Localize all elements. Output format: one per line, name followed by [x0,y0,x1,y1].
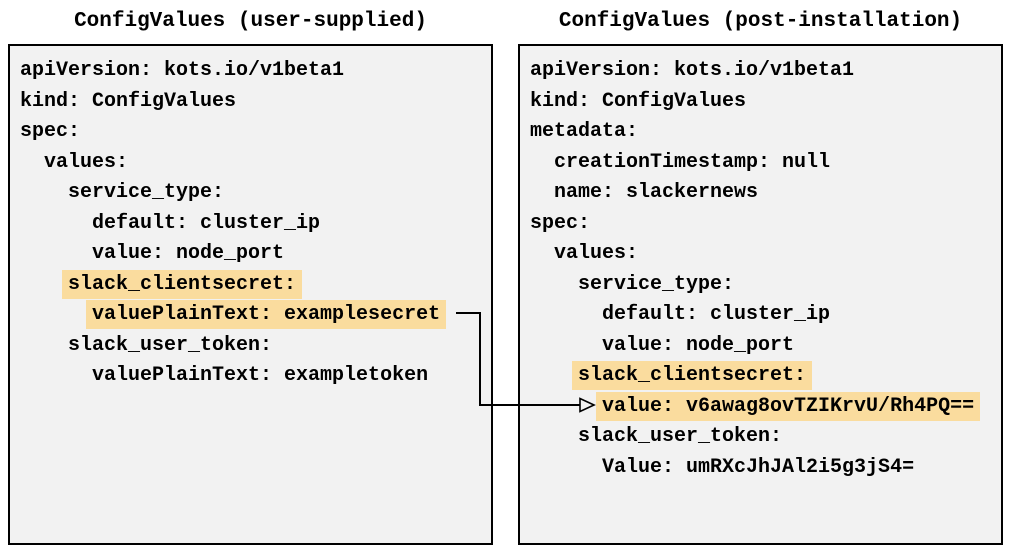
yaml-text: kind: ConfigValues [530,89,747,113]
yaml-text: Value: umRXcJhJAl2i5g3jS4= [602,455,915,479]
yaml-line: slack_clientsecret: [530,361,1001,392]
yaml-line: kind: ConfigValues [530,87,1001,118]
yaml-text: default: cluster_ip [602,303,831,326]
yaml-indent [530,334,602,357]
yaml-indent [530,364,578,387]
yaml-text: spec: [20,120,81,143]
yaml-indent [530,273,578,296]
yaml-line: values: [530,239,1001,270]
yaml-indent [20,364,92,387]
yaml-line: apiVersion: kots.io/v1beta1 [20,56,491,87]
yaml-line: value: v6awag8ovTZIKrvU/Rh4PQ== [530,391,1001,423]
yaml-text: service_type: [578,272,735,296]
yaml-indent [20,212,92,235]
yaml-line: service_type: [530,270,1001,301]
yaml-line: Value: umRXcJhJAl2i5g3jS4= [530,453,1001,484]
yaml-text-highlighted: value: v6awag8ovTZIKrvU/Rh4PQ== [596,391,981,421]
yaml-indent [530,395,602,418]
panel-user-supplied: ConfigValues (user-supplied) apiVersion:… [8,8,493,545]
yaml-line: valuePlainText: exampletoken [20,361,491,392]
yaml-indent [530,151,554,174]
yaml-line: spec: [530,209,1001,240]
yaml-text: apiVersion: kots.io/v1beta1 [530,59,855,82]
yaml-text: apiVersion: kots.io/v1beta1 [20,59,345,82]
yaml-line: spec: [20,117,491,148]
yaml-line: name: slackernews [530,178,1001,209]
yaml-line: value: node_port [530,331,1001,362]
yaml-line: service_type: [20,178,491,209]
yaml-text: valuePlainText: exampletoken [92,364,429,387]
yaml-text-highlighted: slack_clientsecret: [572,361,813,390]
yaml-indent [20,181,68,204]
panel-post-installation: ConfigValues (post-installation) apiVers… [518,8,1003,545]
panel-title-user-supplied: ConfigValues (user-supplied) [74,10,427,33]
yaml-indent [530,181,554,204]
yaml-text-highlighted: slack_clientsecret: [62,269,303,299]
panel-title-post-installation: ConfigValues (post-installation) [558,10,963,33]
yaml-line: value: node_port [20,239,491,270]
yaml-text: value: node_port [92,242,285,265]
yaml-indent [20,242,92,265]
yaml-indent [20,151,44,174]
yaml-indent [530,456,602,479]
yaml-line: slack_clientsecret: [20,269,491,301]
yaml-line: metadata: [530,117,1001,148]
code-box-post-installation: apiVersion: kots.io/v1beta1 kind: Config… [518,44,1003,545]
yaml-text: slack_user_token: [578,425,783,448]
yaml-line: default: cluster_ip [20,209,491,240]
code-box-user-supplied: apiVersion: kots.io/v1beta1 kind: Config… [8,44,493,545]
yaml-text: service_type: [68,181,225,204]
yaml-text: values: [44,150,129,174]
yaml-line: valuePlainText: examplesecret [20,300,491,331]
yaml-line: default: cluster_ip [530,300,1001,331]
yaml-text: kind: ConfigValues [20,89,237,113]
yaml-indent [530,242,554,265]
yaml-text: creationTimestamp: null [554,150,831,174]
yaml-line: slack_user_token: [530,422,1001,453]
yaml-indent [20,273,68,296]
yaml-text: value: node_port [602,333,795,357]
yaml-indent [530,303,602,326]
yaml-line: apiVersion: kots.io/v1beta1 [530,56,1001,87]
yaml-line: values: [20,148,491,179]
yaml-text: name: slackernews [554,181,759,204]
yaml-line: kind: ConfigValues [20,87,491,118]
yaml-text: default: cluster_ip [92,211,321,235]
yaml-indent [20,303,92,326]
yaml-line: creationTimestamp: null [530,148,1001,179]
yaml-indent [20,334,68,357]
yaml-text: values: [554,242,639,265]
yaml-text: slack_user_token: [68,333,273,357]
yaml-line: slack_user_token: [20,331,491,362]
yaml-text: spec: [530,211,591,235]
yaml-text: metadata: [530,120,639,143]
yaml-text-highlighted: valuePlainText: examplesecret [86,300,447,329]
yaml-indent [530,425,578,448]
